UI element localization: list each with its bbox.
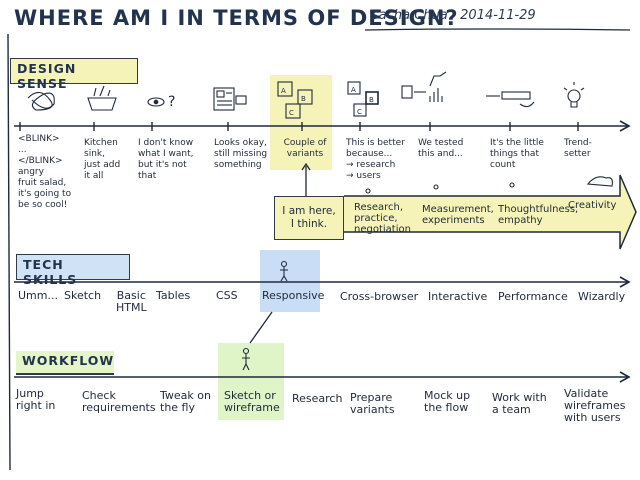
tech-skill-2: Sketch xyxy=(64,289,102,302)
tech-skill-5: CSS xyxy=(216,289,238,302)
tech-skill-1: Umm... xyxy=(18,289,58,302)
design-stage-7: We tested this and... xyxy=(418,138,464,159)
next-step-3: Thoughtfulness, empathy xyxy=(498,204,579,226)
tech-skill-10: Wizardly xyxy=(578,290,626,303)
workflow-current-highlight xyxy=(218,343,284,420)
tech-skill-9: Performance xyxy=(498,290,568,303)
workflow-step-3: Tweak on the fly xyxy=(160,389,211,414)
tech-skills-banner: TECH SKILLS xyxy=(16,254,130,287)
workflow-step-4: Sketch or wireframe xyxy=(224,389,280,414)
next-step-2: Measurement, experiments xyxy=(422,204,494,226)
byline: sacha Chua · 2014-11-29 xyxy=(372,8,536,23)
tech-skill-8: Interactive xyxy=(428,290,488,303)
design-stage-3: I don't know what I want, but it's not t… xyxy=(138,138,194,181)
svg-text:C: C xyxy=(357,108,362,116)
workflow-step-2: Check requirements xyxy=(82,389,156,414)
workflow-banner: WORKFLOW xyxy=(16,351,114,375)
design-stage-4: Looks okay, still missing something xyxy=(214,138,268,170)
design-stage-8: It's the little things that count xyxy=(490,138,544,170)
next-step-1: Research, practice, negotiation xyxy=(354,202,411,235)
svg-text:B: B xyxy=(369,96,374,104)
workflow-step-8: Work with a team xyxy=(492,391,547,416)
design-stage-5: Couple of variants xyxy=(283,138,327,159)
design-stage-6: This is better because... → research → u… xyxy=(346,138,405,181)
tech-skill-7: Cross-browser xyxy=(340,290,419,303)
tech-skill-3: Basic HTML xyxy=(116,289,147,314)
current-position-box: I am here, I think. xyxy=(274,196,344,240)
variant-c-letter: C xyxy=(289,109,294,117)
tech-skill-6: Responsive xyxy=(262,289,325,302)
svg-text:?: ? xyxy=(168,94,175,110)
progress-arrow xyxy=(344,174,637,250)
workflow-step-9: Validate wireframes with users xyxy=(564,387,626,424)
workflow-step-6: Prepare variants xyxy=(350,391,395,416)
tech-current-highlight xyxy=(260,250,320,312)
design-stage-9: Trend- setter xyxy=(564,138,592,159)
design-current-highlight xyxy=(270,75,332,170)
variant-b-letter: B xyxy=(301,95,306,103)
svg-text:A: A xyxy=(351,86,356,94)
tech-skill-4: Tables xyxy=(156,289,191,302)
next-step-4: Creativity xyxy=(568,200,617,211)
design-stage-1: <BLINK> ... </BLINK> angry fruit salad, … xyxy=(18,134,72,210)
author: sacha Chua xyxy=(372,8,448,23)
workflow-step-7: Mock up the flow xyxy=(424,389,471,414)
workflow-step-5: Research xyxy=(292,392,343,405)
variant-a-letter: A xyxy=(281,87,286,95)
date: 2014-11-29 xyxy=(460,8,536,23)
design-sense-banner: DESIGN SENSE xyxy=(10,58,138,91)
workflow-step-1: Jump right in xyxy=(16,387,56,412)
design-stage-2: Kitchen sink, just add it all xyxy=(84,138,121,181)
page-title: WHERE AM I IN TERMS OF DESIGN? xyxy=(14,6,459,30)
